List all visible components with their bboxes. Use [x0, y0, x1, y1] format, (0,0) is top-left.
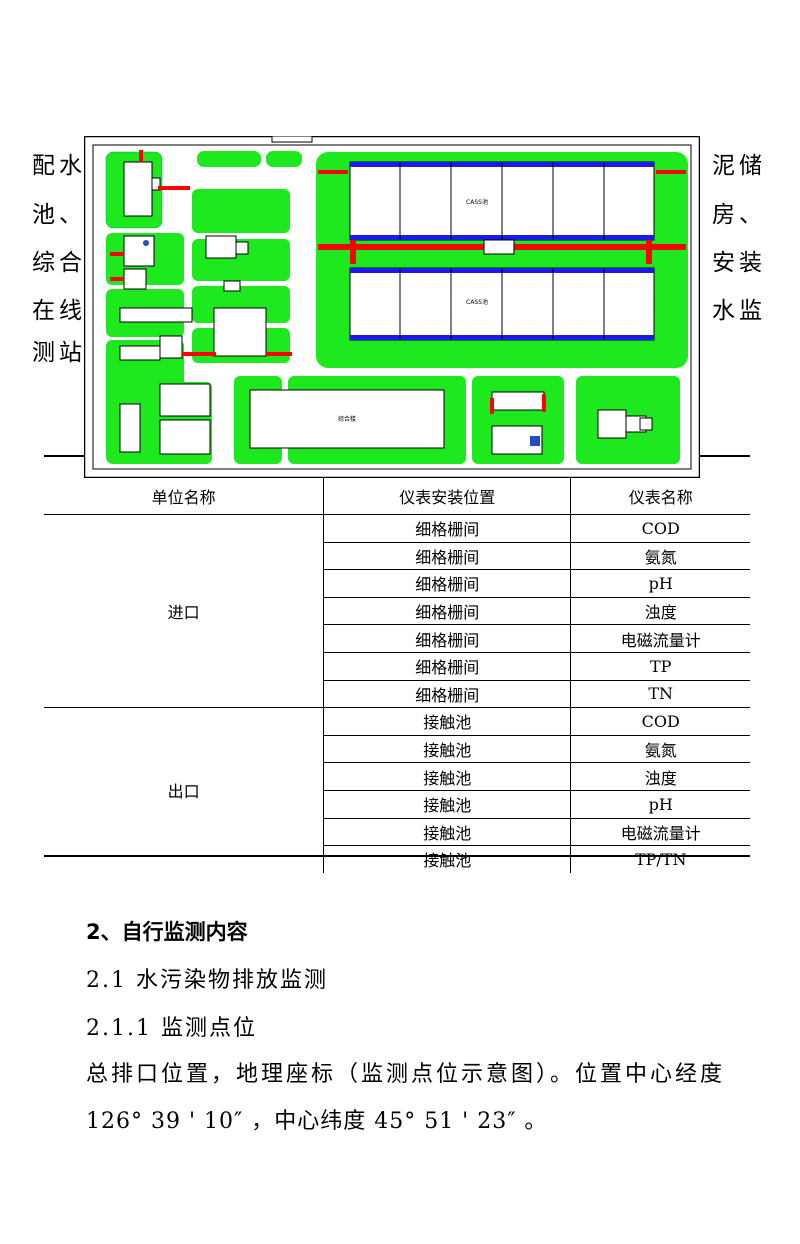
- building: [119, 307, 193, 323]
- site-plan-map: CASS池 CASS池 综合楼: [84, 136, 700, 478]
- section-2-1-title: 2.1 水污染物排放监测: [86, 968, 328, 993]
- instrument-cell: 电磁流量计: [570, 624, 750, 653]
- intro-line-1-right: 泥储: [712, 153, 766, 179]
- body-line-2: 126° 39 ' 10″ ，中心纬度 45° 51 ' 23″ 。: [86, 1109, 548, 1134]
- cass-bottom-label: CASS池: [466, 298, 488, 306]
- building: [597, 409, 627, 439]
- unit-cell-inlet: 进口: [44, 513, 325, 708]
- location-cell: 细格栅间: [323, 679, 572, 708]
- instrument-cell: 氨氮: [570, 734, 750, 763]
- location-cell: 接触池: [323, 845, 572, 873]
- intro-line-1-left: 配水: [32, 153, 86, 179]
- unit-cell-outlet: 出口: [44, 707, 325, 873]
- instrument-cell: 浊度: [570, 596, 750, 625]
- intro-line-3-left: 综合: [32, 250, 86, 276]
- instrument-cell: pH: [570, 569, 750, 598]
- instrument-cell: TP: [570, 651, 750, 681]
- table-top-rule-left: [44, 455, 84, 457]
- building: [119, 403, 141, 453]
- intro-line-5-left: 测站: [32, 340, 86, 366]
- location-cell: 接触池: [323, 707, 572, 736]
- location-cell: 细格栅间: [323, 596, 572, 625]
- intro-line-3-right: 安装: [712, 250, 766, 276]
- building: [159, 383, 211, 417]
- intro-line-2-left: 池、: [32, 202, 86, 228]
- location-cell: 接触池: [323, 817, 572, 846]
- location-cell: 接触池: [323, 734, 572, 763]
- intro-line-4-right: 水监: [712, 298, 766, 324]
- building: [119, 345, 161, 361]
- building: [205, 235, 237, 259]
- building: [123, 235, 155, 267]
- location-cell: 细格栅间: [323, 651, 572, 681]
- intro-line-2-right: 房、: [712, 202, 766, 228]
- instrument-cell: 电磁流量计: [570, 817, 750, 846]
- instrument-cell: pH: [570, 789, 750, 819]
- building: [123, 268, 147, 290]
- instrument-cell: COD: [570, 514, 750, 543]
- building: [123, 161, 153, 217]
- main-building-label: 综合楼: [338, 415, 356, 423]
- location-cell: 接触池: [323, 762, 572, 791]
- table-header-unit: 单位名称: [44, 478, 325, 515]
- location-cell: 细格栅间: [323, 569, 572, 598]
- section-2-title: 2、自行监测内容: [86, 920, 248, 944]
- green-area: [266, 151, 302, 167]
- instrument-table: 单位名称 仪表安装位置 仪表名称 进口 细格栅间 COD 细格栅间 氨氮 细格栅…: [44, 478, 750, 873]
- location-cell: 细格栅间: [323, 514, 572, 543]
- instrument-cell: 氨氮: [570, 541, 750, 570]
- location-cell: 细格栅间: [323, 541, 572, 570]
- building: [213, 307, 267, 357]
- intro-line-4-left: 在线: [32, 298, 86, 324]
- instrument-cell: 浊度: [570, 762, 750, 791]
- body-line-1: 总排口位置，地理座标（监测点位示意图）。位置中心经度: [86, 1062, 726, 1087]
- instrument-cell: TN: [570, 679, 750, 708]
- table-header-location: 仪表安装位置: [323, 478, 572, 515]
- building: [159, 419, 211, 455]
- green-area: [197, 151, 261, 167]
- table-top-rule-right: [700, 455, 750, 457]
- location-cell: 细格栅间: [323, 624, 572, 653]
- building: [491, 391, 545, 411]
- table-header-instrument: 仪表名称: [570, 478, 750, 515]
- main-building: [249, 389, 445, 449]
- table-bottom-rule: [44, 855, 750, 857]
- cass-top-label: CASS池: [466, 198, 488, 206]
- green-area: [192, 189, 290, 233]
- instrument-cell: COD: [570, 707, 750, 736]
- instrument-cell: TP/TN: [570, 845, 750, 873]
- section-2-1-1-title: 2.1.1 监测点位: [86, 1016, 257, 1041]
- location-cell: 接触池: [323, 789, 572, 819]
